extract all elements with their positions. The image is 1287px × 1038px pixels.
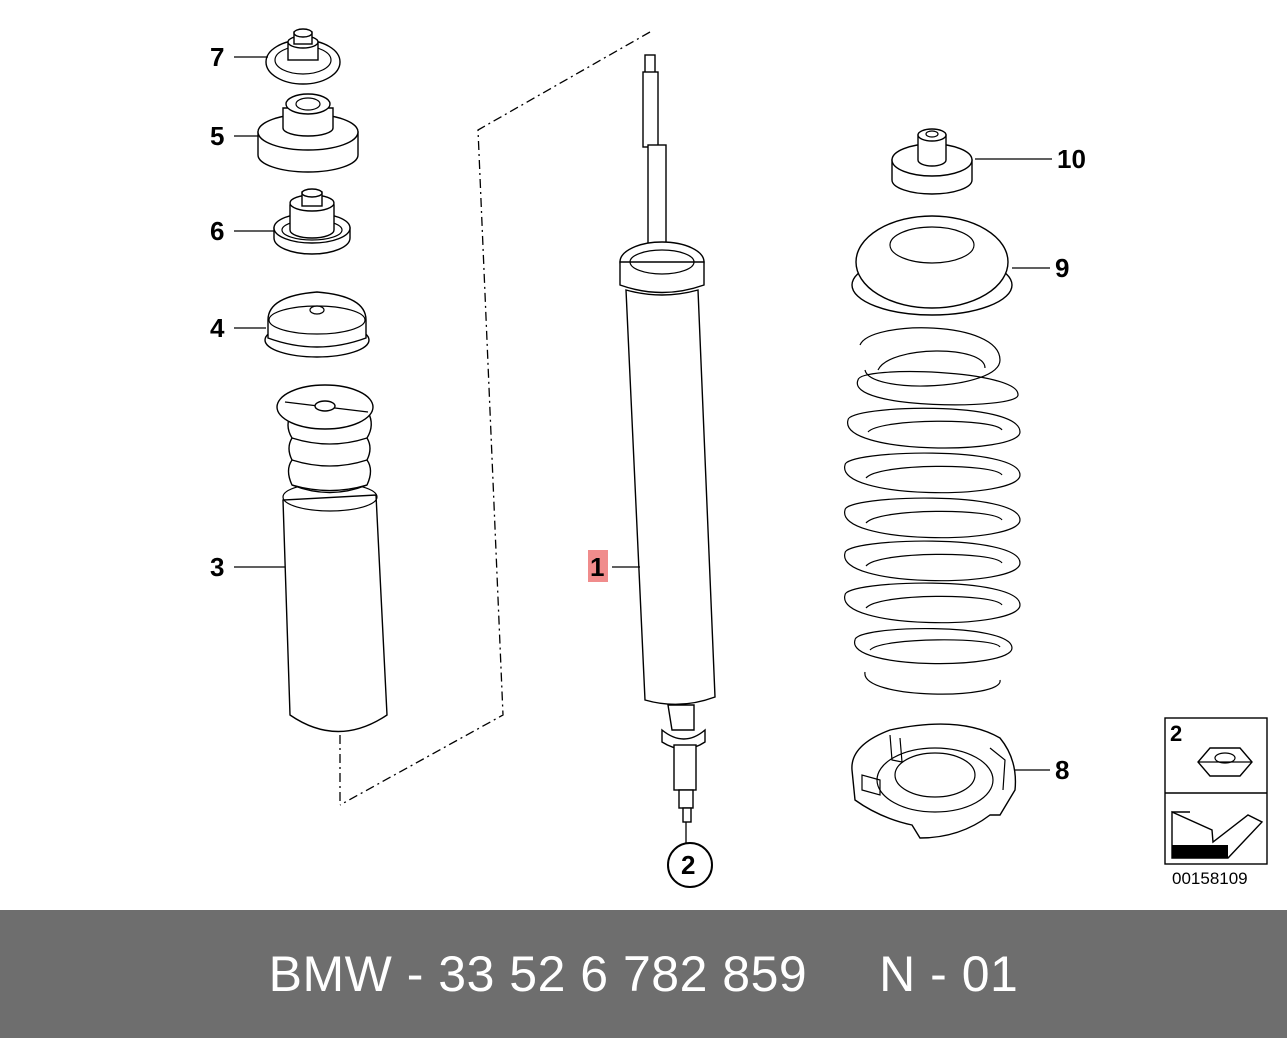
part-9-spring-seat bbox=[851, 215, 1013, 316]
coil-spring bbox=[844, 327, 1021, 695]
part-number-caption: BMW - 33 52 6 782 859 N - 01 bbox=[268, 946, 1019, 1002]
callout-10: 10 bbox=[1057, 144, 1086, 174]
assembly-outline bbox=[339, 31, 651, 806]
callout-1: 1 bbox=[590, 552, 604, 582]
callout-7: 7 bbox=[210, 42, 224, 72]
part-number-caption-bar: BMW - 33 52 6 782 859 N - 01 bbox=[0, 910, 1287, 1038]
part-3-dust-boot bbox=[276, 384, 388, 733]
part-7-top-mount-nut bbox=[265, 28, 341, 85]
callout-8: 8 bbox=[1055, 755, 1069, 785]
part-5-support-bearing bbox=[257, 93, 359, 173]
leader-lines bbox=[234, 56, 1052, 844]
callout-1-highlighted[interactable]: 1 bbox=[588, 550, 608, 582]
nut-icon bbox=[1197, 747, 1253, 777]
callout-2: 2 bbox=[681, 850, 695, 880]
part-8-lower-spring-seat bbox=[851, 723, 1017, 839]
part-6-rubber-mount bbox=[273, 188, 351, 255]
callout-5: 5 bbox=[210, 121, 224, 151]
callout-2-circle: 2 bbox=[667, 842, 713, 888]
parts-diagram: 7 5 6 4 3 1 2 10 9 8 2 00158109 bbox=[210, 28, 1268, 888]
highlight-marker bbox=[588, 550, 608, 582]
callout-9: 9 bbox=[1055, 253, 1069, 283]
part-1-shock-absorber bbox=[619, 54, 716, 823]
part-4-protection-cap bbox=[264, 291, 370, 358]
callout-4: 4 bbox=[210, 313, 225, 343]
ref-part-label: 2 bbox=[1170, 721, 1182, 746]
callout-6: 6 bbox=[210, 216, 224, 246]
callout-3: 3 bbox=[210, 552, 224, 582]
part-10-spring-pad bbox=[891, 128, 973, 195]
arrow-icon bbox=[1171, 810, 1264, 859]
reference-box: 2 bbox=[1164, 717, 1268, 865]
diagram-number: 00158109 bbox=[1172, 869, 1248, 888]
